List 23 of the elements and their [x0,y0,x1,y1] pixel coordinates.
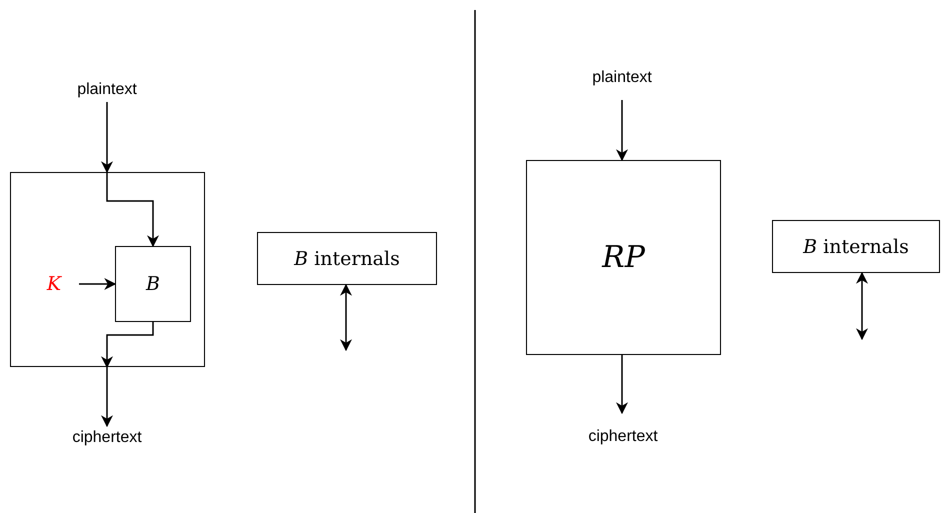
internals-box [772,220,940,273]
output-label: ciphertext [588,428,658,446]
arrow [101,367,113,428]
box-label: B internals [294,248,400,270]
internals-box [257,232,437,285]
outer-box [10,172,205,367]
arrow [101,102,113,174]
arrow [101,322,154,368]
input-label: plaintext [77,81,137,99]
output-label: ciphertext [72,429,142,447]
key-label: K [46,273,62,295]
arrow [106,172,159,248]
permutation-box [526,160,721,355]
arrow [856,272,868,340]
arrow [616,100,628,162]
box-label: B [146,273,160,295]
box-label: RP [602,240,645,275]
block-box [115,246,191,322]
input-label: plaintext [592,69,652,87]
arrow [616,355,628,414]
arrow [340,284,352,352]
box-label: B internals [803,236,909,258]
arrow [79,278,116,290]
